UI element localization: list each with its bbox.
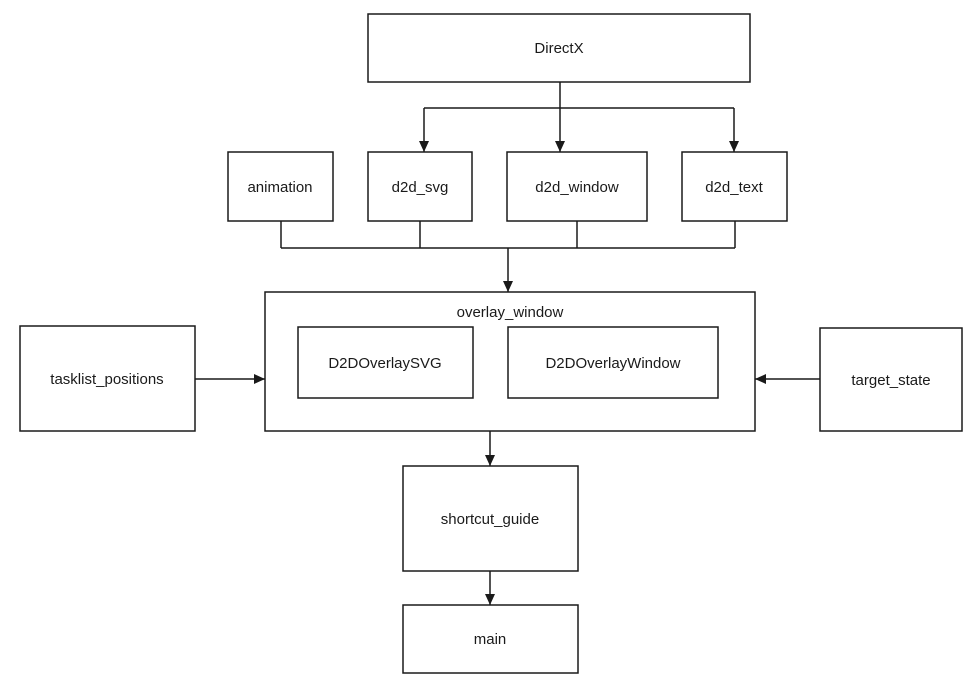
node-d2d_svg-box <box>367 151 473 222</box>
node-directx: DirectX <box>367 13 751 83</box>
node-main: main <box>402 604 579 674</box>
node-d2d_svg-label: d2d_svg <box>392 179 449 196</box>
node-animation-label: animation <box>247 179 312 196</box>
node-d2d_overlay_svg-box <box>297 326 474 399</box>
node-d2d_text: d2d_text <box>681 151 788 222</box>
node-d2d_overlay_window-box <box>507 326 719 399</box>
node-main-label: main <box>474 631 507 648</box>
node-d2d_window-label: d2d_window <box>535 179 619 196</box>
node-target_state-label: target_state <box>851 372 930 389</box>
node-d2d_text-label: d2d_text <box>705 179 763 196</box>
node-tasklist_positions-label: tasklist_positions <box>50 371 163 388</box>
node-d2d_overlay_svg-label: D2DOverlaySVG <box>328 355 441 372</box>
node-d2d_text-box <box>681 151 788 222</box>
node-d2d_svg: d2d_svg <box>367 151 473 222</box>
node-tasklist_positions: tasklist_positions <box>19 325 196 432</box>
node-tasklist_positions-box <box>19 325 196 432</box>
node-d2d_window-box <box>506 151 648 222</box>
node-main-box <box>402 604 579 674</box>
node-directx-label: DirectX <box>534 40 583 57</box>
node-target_state: target_state <box>819 327 963 432</box>
node-shortcut_guide: shortcut_guide <box>402 465 579 572</box>
node-target_state-box <box>819 327 963 432</box>
node-animation: animation <box>227 151 334 222</box>
node-shortcut_guide-box <box>402 465 579 572</box>
node-animation-box <box>227 151 334 222</box>
node-directx-box <box>367 13 751 83</box>
node-d2d_overlay_window: D2DOverlayWindow <box>507 326 719 399</box>
node-overlay_window: overlay_window D2DOverlaySVG D2DOverlayW… <box>264 291 756 432</box>
node-shortcut_guide-label: shortcut_guide <box>441 511 539 528</box>
node-d2d_overlay_window-label: D2DOverlayWindow <box>545 355 680 372</box>
node-d2d_window: d2d_window <box>506 151 648 222</box>
node-d2d_overlay_svg: D2DOverlaySVG <box>297 326 474 399</box>
node-overlay_window-label: overlay_window <box>457 304 564 321</box>
